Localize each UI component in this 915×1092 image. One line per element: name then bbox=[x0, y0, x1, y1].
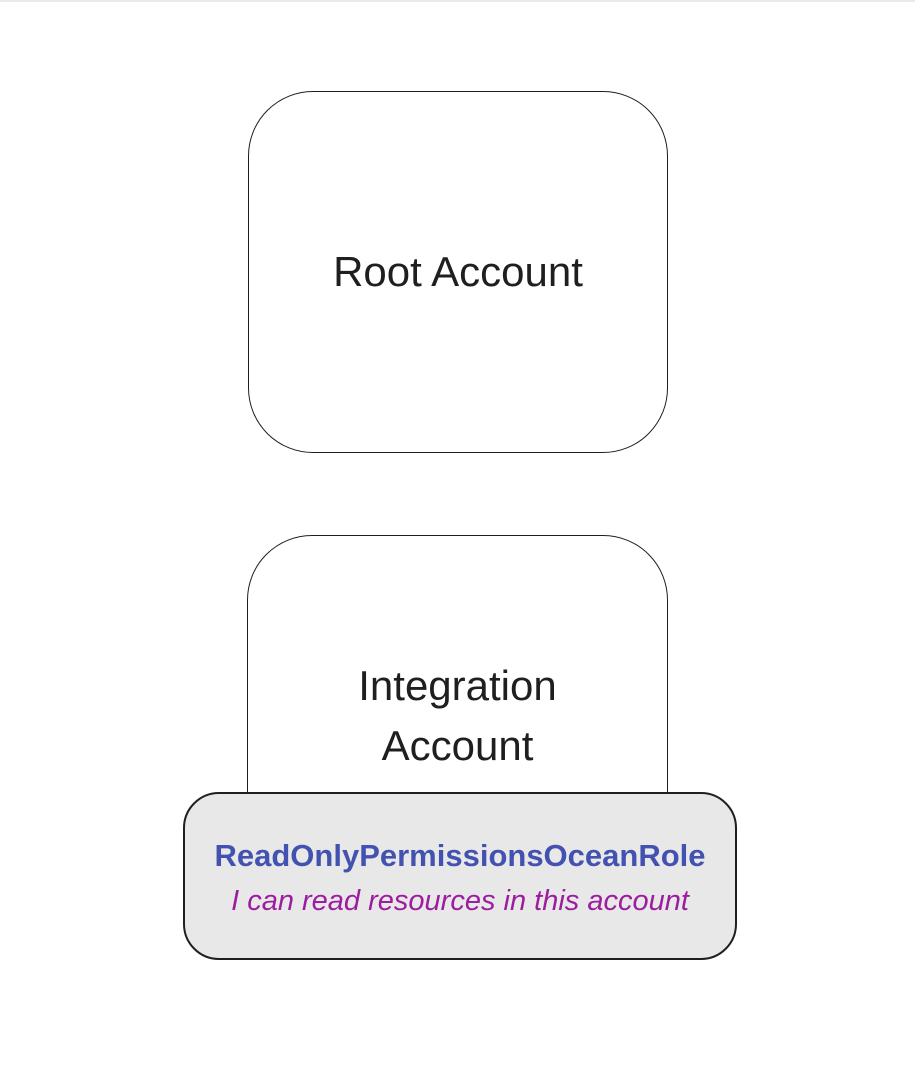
integration-account-label: Integration Account bbox=[358, 662, 557, 769]
role-name: ReadOnlyPermissionsOceanRole bbox=[214, 838, 706, 873]
role-description: I can read resources in this account bbox=[231, 885, 689, 917]
top-divider bbox=[0, 0, 915, 2]
root-account-box: Root Account bbox=[248, 91, 668, 453]
root-account-label: Root Account bbox=[333, 248, 583, 295]
role-badge: ReadOnlyPermissionsOceanRole I can read … bbox=[183, 792, 737, 960]
